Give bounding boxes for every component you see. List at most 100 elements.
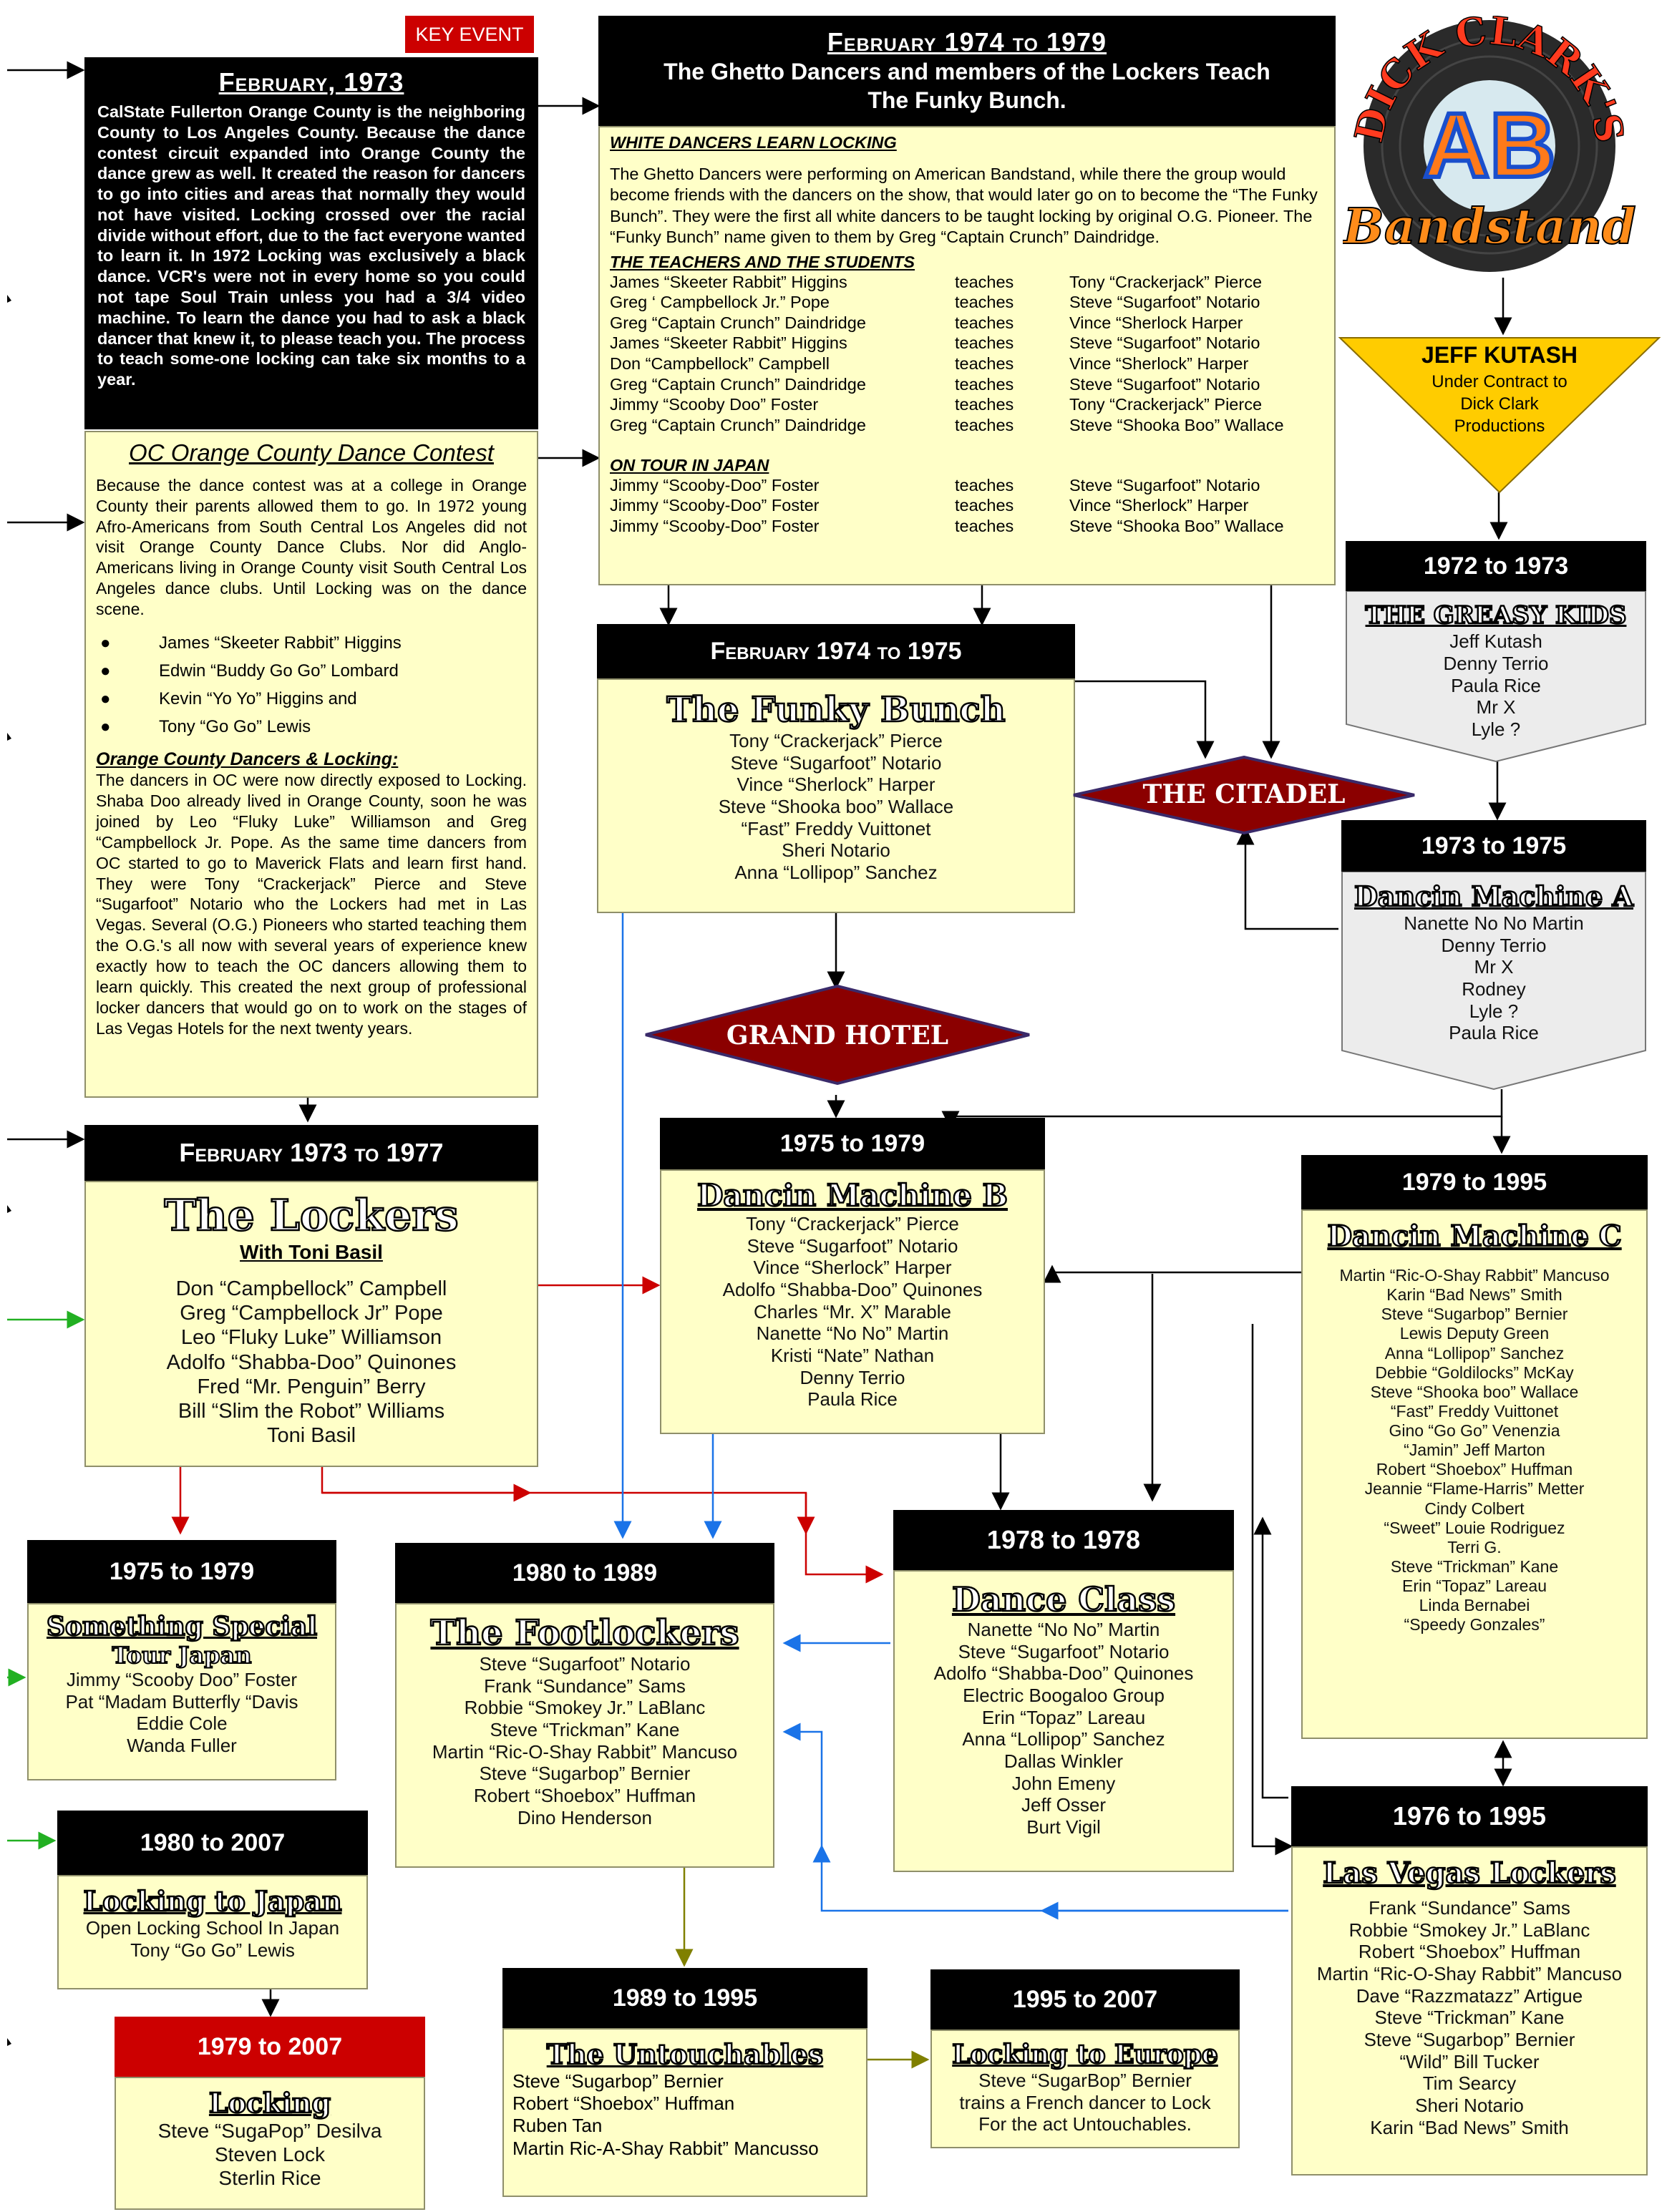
teaches-person: Vince “Sherlock Harper — [1069, 313, 1243, 332]
member-name: Burt Vigil — [1026, 1816, 1101, 1838]
member-name: Sterlin Rice — [218, 2167, 321, 2190]
dmA-period: 1973 to 1975 — [1421, 832, 1567, 859]
record-label — [1424, 80, 1555, 212]
jeff-line2: Dick Clark — [1460, 394, 1539, 414]
something-header: 1975 to 1979 — [27, 1540, 336, 1603]
something-title: Something Special — [46, 1611, 319, 1643]
member-name: Steve “Sugarbop” Bernier — [479, 1763, 691, 1785]
europe-title: Locking to Europe — [951, 2039, 1219, 2071]
member-name: Martin Ric-A-Shay Rabbit” Mancusso — [512, 2137, 819, 2159]
funky-period: February 1974 to 1975 — [710, 637, 962, 665]
member-name: Kristi “Nate” Nathan — [770, 1345, 935, 1367]
member-name: Lyle ? — [1471, 718, 1521, 741]
jeff-line3: Productions — [1454, 416, 1545, 436]
untouchables-title: The Untouchables — [545, 2037, 824, 2072]
oc-bullet: ●Kevin “Yo Yo” Higgins and — [100, 688, 357, 708]
member-name: Mr X — [1476, 696, 1516, 718]
teaches-person: Tony “Crackerjack” Pierce — [1069, 272, 1263, 291]
member-name: “Sweet” Louie Rodriguez — [1384, 1518, 1565, 1537]
danceclass-period: 1978 to 1978 — [986, 1525, 1141, 1554]
oc-bullet: ●Tony “Go Go” Lewis — [100, 716, 311, 736]
member-name: Robbie “Smokey Jr.” LaBlanc — [1348, 1919, 1590, 1941]
feb1974-box: WHITE DANCERS LEARN LOCKING The Ghetto D… — [598, 126, 1336, 585]
lockers-period: February 1973 to 1977 — [179, 1138, 444, 1167]
member-name: Adolfo “Shabba-Doo” Quinones — [722, 1279, 983, 1301]
margin-tick — [7, 2038, 11, 2046]
teaches-person: Jimmy “Scooby-Doo” Foster — [610, 496, 820, 515]
member-name: Steve “Shooka boo” Wallace — [718, 796, 954, 818]
member-name: “Speedy Gonzales” — [1404, 1615, 1545, 1634]
member-name: Steve “Trickman” Kane — [1374, 2007, 1565, 2029]
member-name: Jimmy “Scooby Doo” Foster — [66, 1669, 298, 1690]
feb1974-section2: THE TEACHERS AND THE STUDENTS — [610, 252, 915, 271]
oc-box: OC Orange County Dance Contest Because t… — [84, 431, 538, 1098]
arrow-lv-right — [1251, 1324, 1293, 1856]
japan-box: Locking to Japan Open Locking School In … — [57, 1875, 368, 1989]
member-name: Robert “Shoebox” Huffman — [1376, 1460, 1573, 1479]
member-name: Don “Campbellock” Campbell — [175, 1277, 447, 1300]
member-name: Steve “Shooka boo” Wallace — [1370, 1382, 1579, 1401]
member-name: “Fast” Freddy Vuittonet — [1390, 1401, 1559, 1421]
teaches-person: Jimmy “Scooby-Doo” Foster — [610, 517, 820, 536]
feb1974-title: February 1974 to 1979 — [827, 27, 1107, 57]
member-name: Electric Boogaloo Group — [963, 1685, 1165, 1707]
member-name: Denny Terrio — [799, 1366, 905, 1388]
dick-clark-logo: DICK CLARK'S AB Bandstand — [1341, 6, 1643, 281]
member-name: Steve “Sugarbop” Bernier — [1364, 2029, 1575, 2051]
dmC-header: 1979 to 1995 — [1301, 1155, 1648, 1209]
teaches-person: James “Skeeter Rabbit” Higgins — [610, 333, 847, 353]
teaches-verb: teaches — [955, 496, 1014, 515]
member-name: Jeff Osser — [1021, 1794, 1106, 1816]
member-name: John Emeny — [1011, 1772, 1116, 1794]
key-event-label: KEY EVENT — [405, 16, 534, 53]
margin-tick — [7, 1205, 11, 1213]
untouchables-header: 1989 to 1995 — [502, 1968, 867, 2028]
lv-period: 1976 to 1995 — [1392, 1801, 1547, 1831]
member-name: Steve “Sugarbop” Bernier — [1381, 1305, 1568, 1324]
member-name: Frank “Sundance” Sams — [1369, 1897, 1570, 1919]
oc-bullets: ●James “Skeeter Rabbit” Higgins ●Edwin “… — [96, 629, 527, 741]
member-name: Denny Terrio — [1441, 934, 1547, 956]
feb1974-subtitle: The Ghetto Dancers and members of the Lo… — [664, 59, 1270, 113]
member-name: Paula Rice — [807, 1388, 898, 1410]
member-name: Dino Henderson — [517, 1806, 652, 1828]
member-name: Jeannie “Flame-Harris” Metter — [1364, 1479, 1585, 1499]
dmB-box: Dancin Machine B Tony “Crackerjack” Pier… — [660, 1169, 1045, 1434]
teaches-list: James “Skeeter Rabbit” Higgins teaches Ton… — [610, 272, 1324, 436]
oc-subtitle: Orange County Dancers & Locking: — [96, 749, 399, 770]
member-name: Charles “Mr. X” Marable — [754, 1300, 951, 1322]
funky-title: The Funky Bunch — [666, 689, 1006, 731]
teaches-person: Vince “Sherlock” Harper — [1069, 496, 1249, 515]
teaches-person: Steve “Sugarfoot” Notario — [1069, 293, 1260, 312]
member-name: Mr X — [1474, 956, 1514, 978]
member-name: Ruben Tan — [512, 2115, 603, 2137]
member-name: Paula Rice — [1449, 1022, 1539, 1044]
member-name: Greg “Campbellock Jr” Pope — [180, 1302, 443, 1325]
member-name: Linda Bernabei — [1419, 1596, 1530, 1615]
member-name: Vince “Sherlock” Harper — [737, 774, 935, 796]
member-name: Dallas Winkler — [1003, 1750, 1124, 1773]
member-name: Tony “Crackerjack” Pierce — [746, 1213, 959, 1234]
teaches-verb: teaches — [955, 395, 1014, 414]
jeff-kutash-triangle: JEFF KUTASH Under Contract to Dick Clark… — [1338, 336, 1661, 494]
member-name: Terri G. — [1447, 1537, 1502, 1556]
greasy-header: 1972 to 1973 — [1346, 541, 1646, 591]
member-name: Wanda Fuller — [127, 1735, 237, 1757]
teaches-person: Steve “Shooka Boo” Wallace — [1069, 416, 1284, 435]
teaches-verb: teaches — [955, 374, 1014, 394]
